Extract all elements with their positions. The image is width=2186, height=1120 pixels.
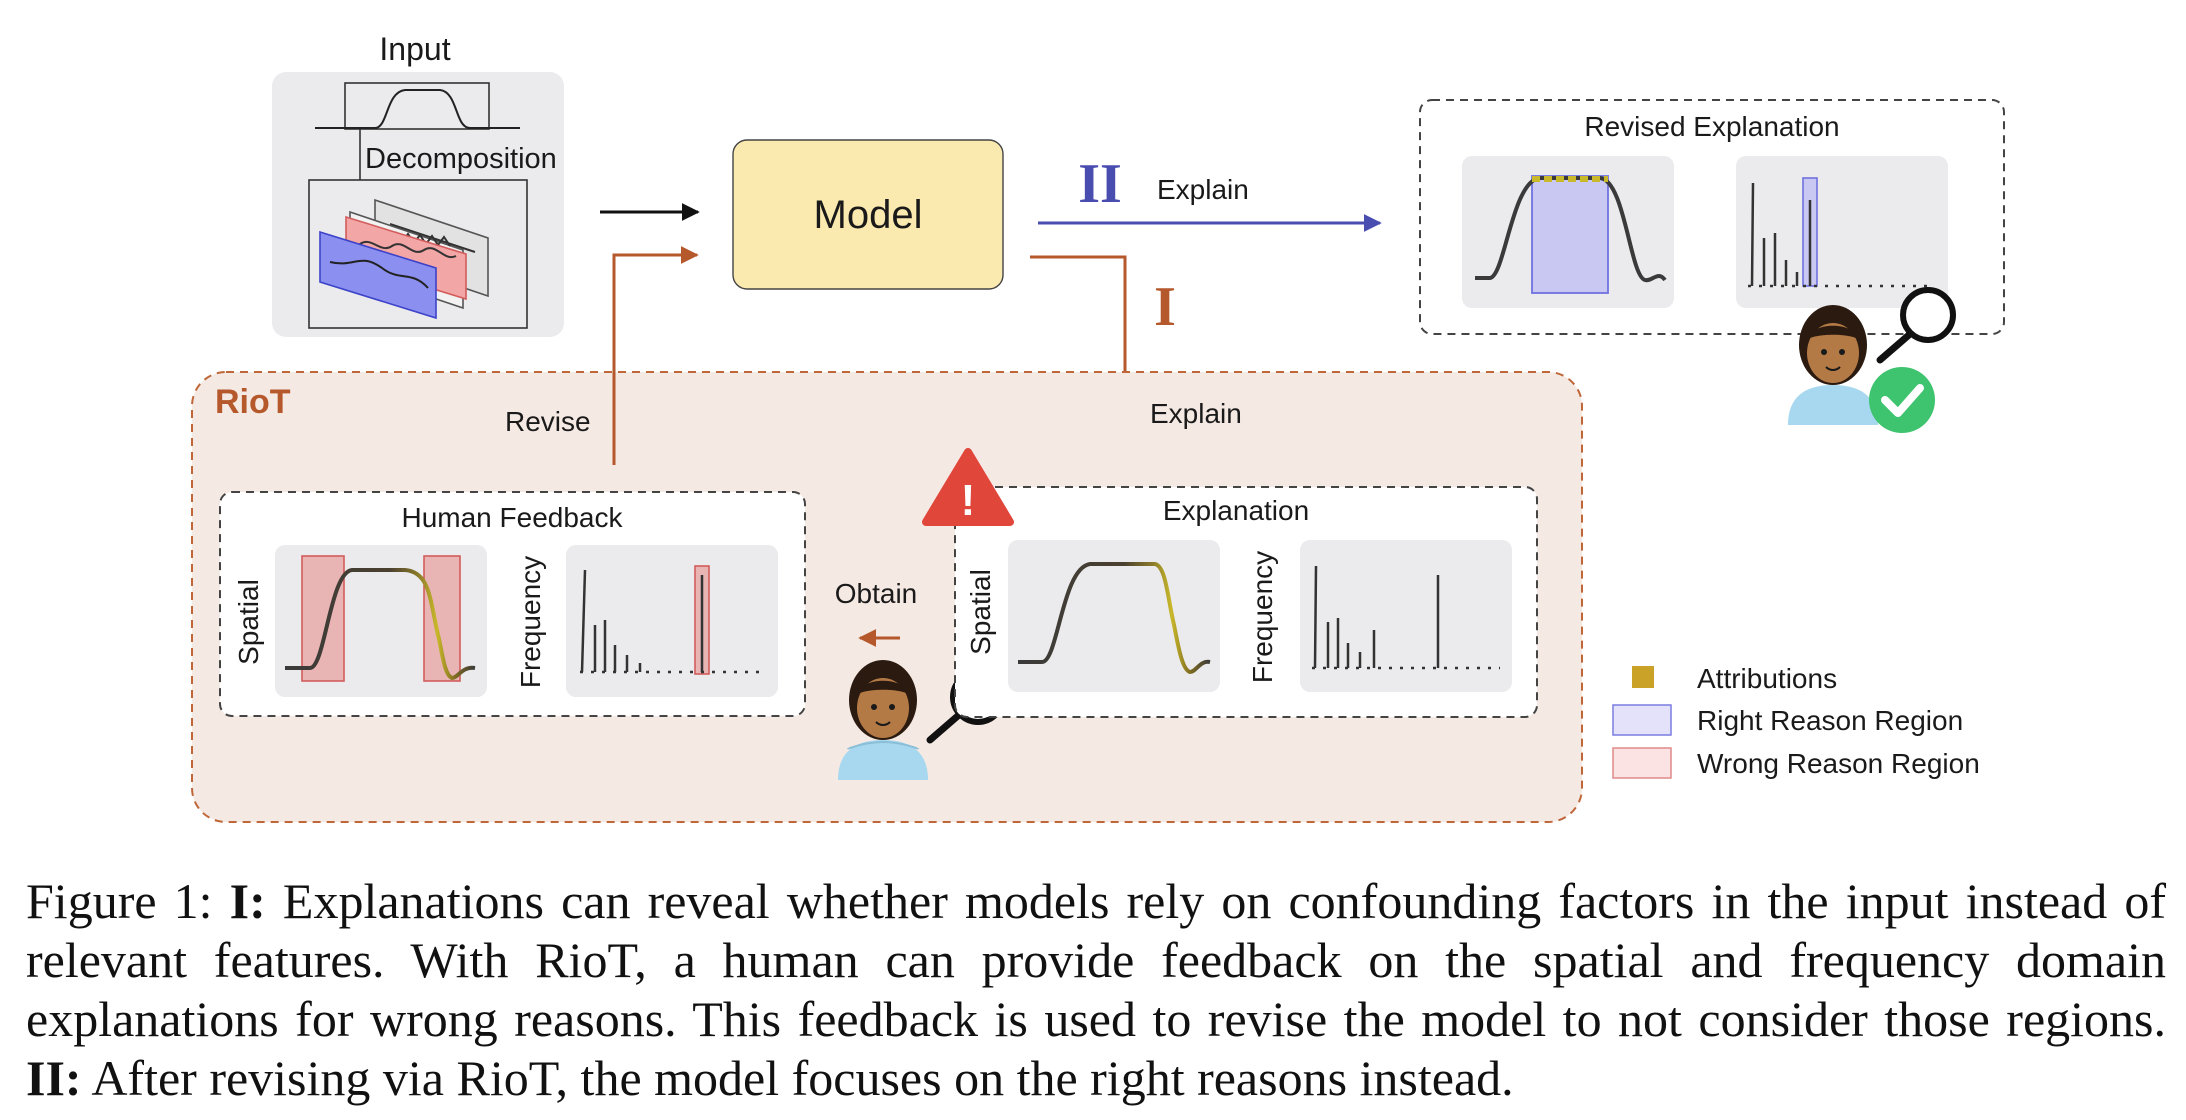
right-region [1531,175,1609,294]
explanation-spatial-plot [1008,540,1220,692]
check-icon [1869,367,1935,433]
revised-explanation-title: Revised Explanation [1584,111,1839,142]
input-label: Input [379,31,450,67]
human-feedback-title: Human Feedback [401,502,623,533]
model-label: Model [814,193,923,237]
revise-arrow [612,246,699,465]
legend-swatch-right-reason [1612,704,1672,736]
legend: Attributions Right Reason Region Wrong R… [1612,663,1980,779]
revise-label: Revise [505,406,591,437]
explanation-spatial-curve [1018,562,1211,675]
human-inspector-icon [838,660,928,780]
input-signal [315,82,520,180]
explain-i-label: Explain [1150,398,1242,429]
feedback-frequency-label: Frequency [515,556,546,688]
revised-magnifier-icon [1876,287,1956,364]
stage-ii-label: II [1078,153,1122,215]
wrong-region-right [423,555,461,682]
caption-part2: After revising via RioT, the model focus… [81,1050,1514,1106]
explanation-frequency-content [1312,565,1500,670]
human-approver-icon [1788,305,1878,425]
feedback-frequency-plot [566,545,778,697]
revised-spatial-content [1475,175,1667,294]
explanation-frequency-plot [1300,540,1512,692]
caption-i-label: I: [229,873,266,929]
warning-glyph: ! [961,476,976,525]
caption-ii-label: II: [26,1050,82,1106]
wrong-region-left [301,555,345,682]
caption-part1: Explanations can reveal whether models r… [26,873,2166,1047]
model-box [732,139,1004,290]
legend-swatch-attributions [1632,666,1654,688]
warning-icon: ! [922,448,1014,526]
explain-ii-label: Explain [1157,174,1249,205]
legend-swatch-wrong-reason [1612,747,1672,779]
feedback-spatial-label: Spatial [233,579,264,665]
explanation-title: Explanation [1163,495,1309,526]
riot-label: RioT [215,383,291,421]
feedback-frequency-content [580,565,762,675]
legend-label-right-reason: Right Reason Region [1697,705,1963,736]
revised-frequency-plot [1736,156,1948,308]
decomposition-box [308,179,528,329]
explanation-spatial-label: Spatial [965,569,996,655]
revised-frequency-content [1748,177,1930,288]
decomposition-label: Decomposition [365,143,557,175]
legend-label-wrong-reason: Wrong Reason Region [1697,748,1980,779]
riot-diagram: Input Decomposition Model II Explain I R… [191,31,2005,823]
feedback-spatial-content [285,555,476,682]
explanation-frequency-label: Frequency [1247,551,1278,683]
caption-prefix: Figure 1: [26,873,230,929]
figure-caption: Figure 1: I: Explanations can reveal whe… [26,872,2166,1108]
legend-label-attributions: Attributions [1697,663,1837,694]
obtain-label: Obtain [835,578,918,609]
stage-i-label: I [1154,276,1176,338]
